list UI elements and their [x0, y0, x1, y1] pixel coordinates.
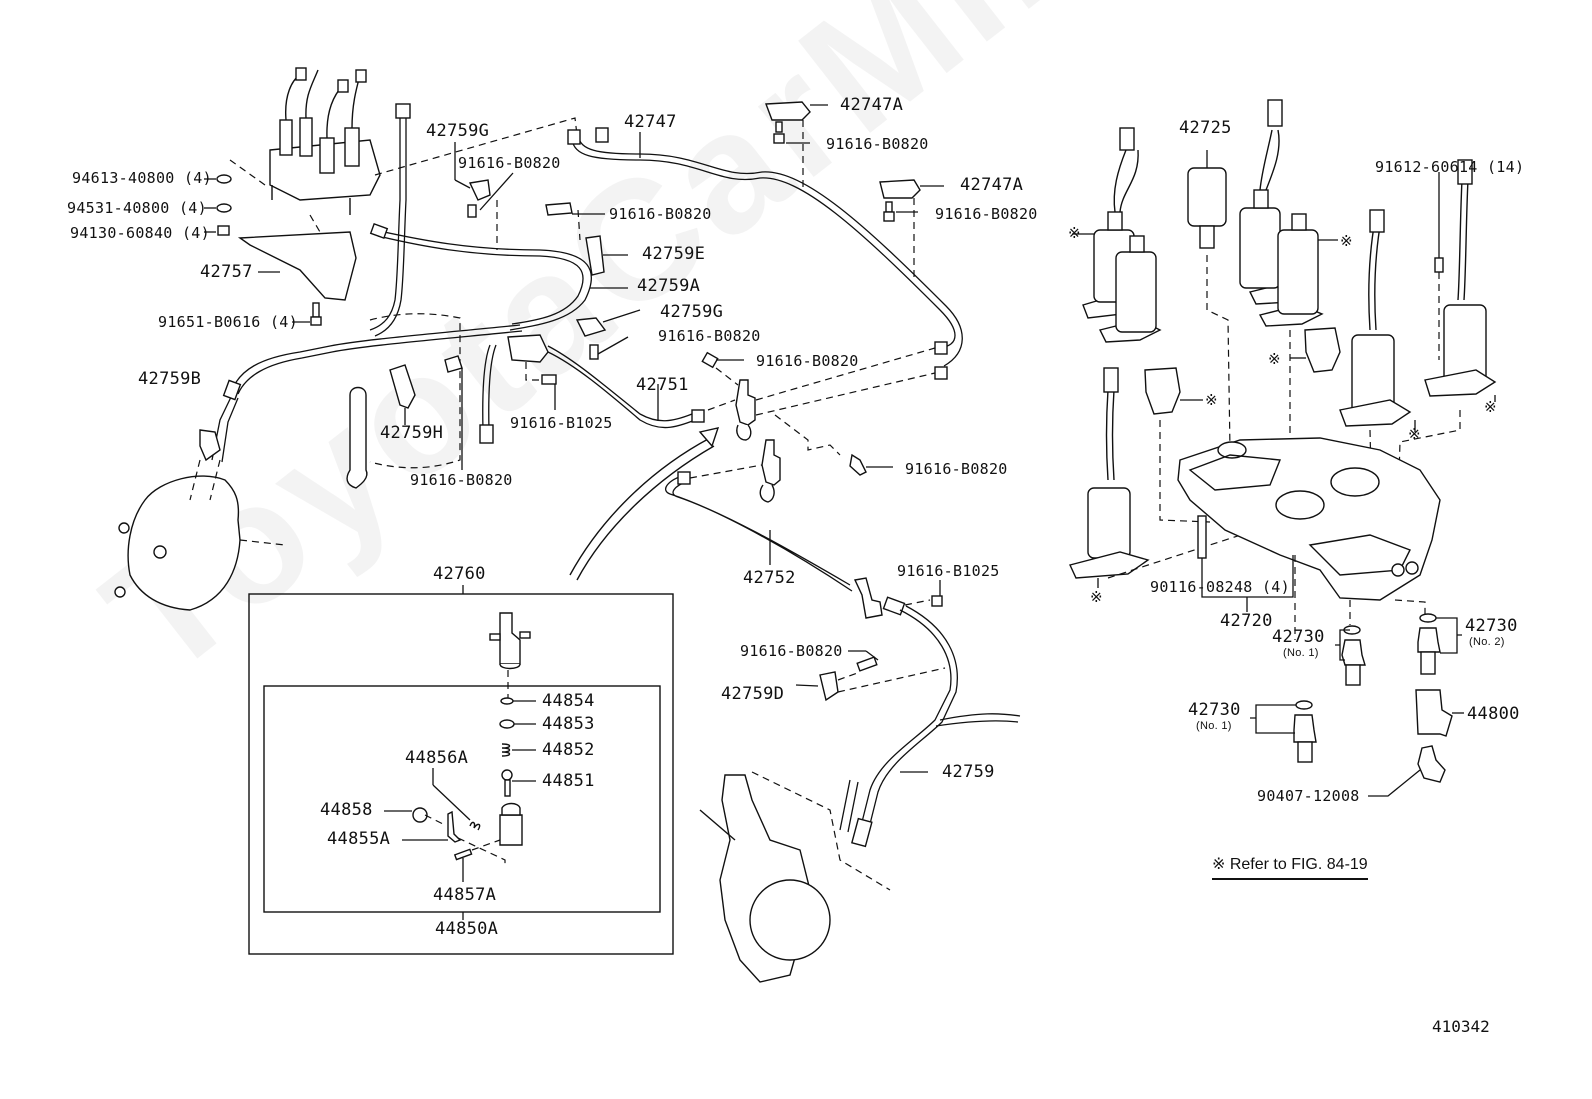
label-91616-b1025-a: 91616-B1025	[510, 414, 613, 432]
label-42730-no1-a-sub: (No. 1)	[1283, 647, 1319, 659]
label-42730-no1-a: 42730	[1272, 627, 1325, 647]
label-42759D: 42759D	[721, 684, 785, 704]
label-44852: 44852	[542, 740, 595, 760]
label-94531-40800: 94531-40800 (4)	[67, 199, 207, 217]
label-44850A: 44850A	[435, 919, 499, 939]
label-91616-b0820-a2: 91616-B0820	[935, 205, 1038, 223]
label-91616-b0820-d: 91616-B0820	[740, 642, 843, 660]
asterisk-marker: ※	[1068, 224, 1081, 242]
label-94613-40800: 94613-40800 (4)	[72, 169, 212, 187]
label-91616-b1025-b: 91616-B1025	[897, 562, 1000, 580]
label-42730-no1-b: 42730	[1188, 700, 1241, 720]
arrow	[569, 437, 715, 581]
asterisk-marker: ※	[1484, 398, 1497, 416]
label-91616-b0820-e: 91616-B0820	[609, 205, 712, 223]
label-90116-08248: 90116-08248 (4)	[1150, 578, 1290, 596]
label-42747A-1: 42747A	[840, 95, 904, 115]
label-42757: 42757	[200, 262, 253, 282]
assembly-box-44850A	[263, 685, 661, 913]
asterisk-marker: ※	[1205, 391, 1218, 409]
label-44854: 44854	[542, 691, 595, 711]
label-91616-b0820-v2: 91616-B0820	[905, 460, 1008, 478]
knuckle-assembly	[699, 771, 891, 983]
label-91616-b0820-h: 91616-B0820	[410, 471, 513, 489]
label-42730-no2-sub: (No. 2)	[1469, 636, 1505, 648]
label-42747A-2: 42747A	[960, 175, 1024, 195]
label-44800: 44800	[1467, 704, 1520, 724]
label-42759B: 42759B	[138, 369, 202, 389]
label-91616-b0820-gmid: 91616-B0820	[658, 327, 761, 345]
label-42759G-mid: 42759G	[660, 302, 724, 322]
label-44853: 44853	[542, 714, 595, 734]
brake-actuator-left	[114, 429, 286, 611]
label-42759G-top: 42759G	[426, 121, 490, 141]
label-42730-no1-b-sub: (No. 1)	[1196, 720, 1232, 732]
label-42759E: 42759E	[642, 244, 706, 264]
label-42752: 42752	[743, 568, 796, 588]
asterisk-marker: ※	[1408, 425, 1421, 443]
asterisk-marker: ※	[1268, 350, 1281, 368]
label-42759: 42759	[942, 762, 995, 782]
label-91616-b0820-g: 91616-B0820	[458, 154, 561, 172]
reference-note: ※ Refer to FIG. 84-19	[1212, 854, 1368, 880]
label-91651-b0616: 91651-B0616 (4)	[158, 313, 298, 331]
label-90407-12008: 90407-12008	[1257, 787, 1360, 805]
label-42725: 42725	[1179, 118, 1232, 138]
label-42730-no2: 42730	[1465, 616, 1518, 636]
valve-block-assembly	[269, 67, 381, 215]
label-91616-b0820-v1: 91616-B0820	[756, 352, 859, 370]
label-91612-60614: 91612-60614 (14)	[1375, 158, 1525, 176]
label-44857A: 44857A	[433, 885, 497, 905]
label-91616-b0820-a1: 91616-B0820	[826, 135, 929, 153]
label-44851: 44851	[542, 771, 595, 791]
label-42760: 42760	[433, 564, 486, 584]
solenoid-42725	[1187, 150, 1231, 451]
bracket-42757	[237, 231, 357, 301]
label-94130-60840: 94130-60840 (4)	[70, 224, 210, 242]
valve-42760-installed	[689, 347, 936, 503]
actuator-block-42720	[1177, 437, 1441, 601]
asterisk-marker: ※	[1090, 588, 1103, 606]
label-42751: 42751	[636, 375, 689, 395]
asterisk-marker: ※	[1340, 232, 1353, 250]
label-44858: 44858	[320, 800, 373, 820]
solenoid-group-right	[1239, 99, 1338, 440]
assembly-box-42760	[248, 593, 674, 955]
label-42747: 42747	[624, 112, 677, 132]
label-42720: 42720	[1220, 611, 1273, 631]
label-42759A: 42759A	[637, 276, 701, 296]
figure-number: 410342	[1432, 1017, 1490, 1036]
solenoid-group-left	[1072, 127, 1162, 343]
label-44855A: 44855A	[327, 829, 391, 849]
label-42759H: 42759H	[380, 423, 444, 443]
label-44856A: 44856A	[405, 748, 469, 768]
